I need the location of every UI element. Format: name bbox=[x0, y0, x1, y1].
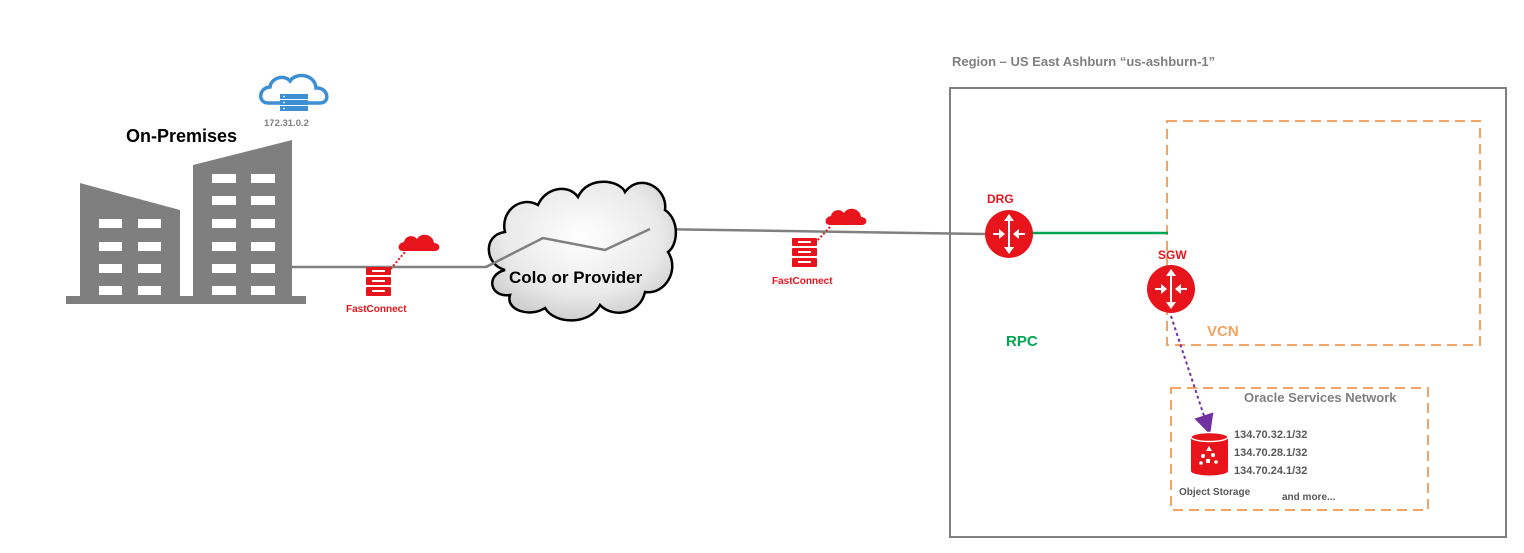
fastconnect-left-label: FastConnect bbox=[346, 304, 407, 315]
colo-provider-cloud bbox=[487, 180, 678, 322]
colo-provider-label: Colo or Provider bbox=[509, 268, 643, 287]
sgw-to-storage-arrow bbox=[1170, 315, 1214, 435]
drg-label: DRG bbox=[987, 192, 1014, 206]
vcn-label: VCN bbox=[1207, 323, 1239, 340]
onprem-title: On-Premises bbox=[126, 126, 238, 146]
region-box bbox=[949, 87, 1507, 538]
object-storage-icon[interactable] bbox=[1190, 431, 1229, 476]
object-storage-label: Object Storage bbox=[1179, 487, 1251, 498]
fastconnect-left-icon[interactable] bbox=[366, 234, 440, 296]
osn-cidr-item: 134.70.28.1/32 bbox=[1234, 447, 1308, 459]
fastconnect-right-label: FastConnect bbox=[772, 276, 833, 287]
drg-router-icon[interactable] bbox=[985, 210, 1033, 258]
link-through-cloud bbox=[485, 227, 651, 269]
vcn-box bbox=[1166, 120, 1481, 346]
onprem-ip: 172.31.0.2 bbox=[264, 118, 309, 129]
rpc-label: RPC bbox=[1006, 333, 1038, 350]
osn-cidr-item: 134.70.32.1/32 bbox=[1234, 429, 1308, 441]
onprem-cloud-server-icon bbox=[259, 73, 329, 111]
osn-more-label: and more... bbox=[1282, 492, 1336, 503]
sgw-label: SGW bbox=[1158, 248, 1187, 262]
region-title: Region – US East Ashburn “us-ashburn-1” bbox=[952, 54, 1216, 69]
osn-title: Oracle Services Network bbox=[1244, 390, 1397, 405]
osn-cidr-item: 134.70.24.1/32 bbox=[1234, 465, 1308, 477]
sgw-router-icon[interactable] bbox=[1147, 265, 1195, 313]
osn-cidr-list: 134.70.32.1/32 134.70.28.1/32 134.70.24.… bbox=[1234, 426, 1307, 480]
osn-box bbox=[1170, 387, 1429, 511]
fastconnect-right-icon[interactable] bbox=[792, 208, 867, 267]
onprem-building-icon bbox=[66, 140, 306, 304]
